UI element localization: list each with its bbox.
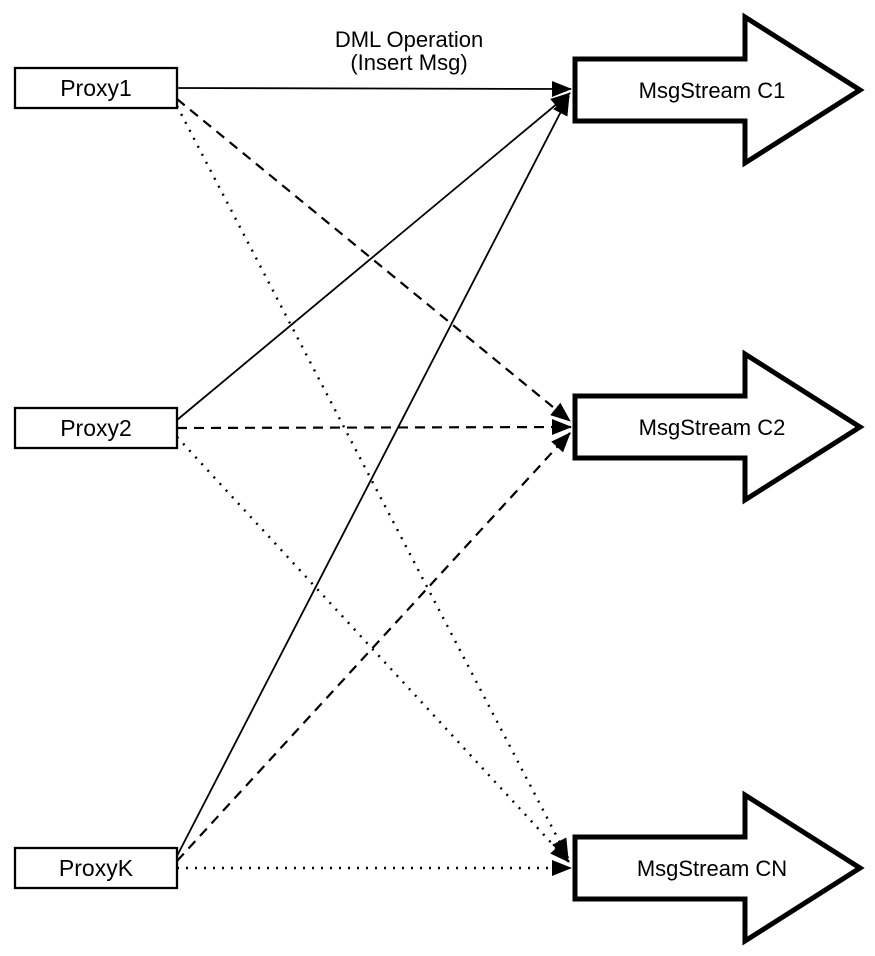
stream-node-c1: MsgStream C1 <box>572 12 865 168</box>
edge-proxy1-to-c2 <box>176 98 571 422</box>
edge-proxy2-to-cn <box>176 436 570 863</box>
edge-proxy2-to-c2 <box>176 419 572 436</box>
c2-arrow-shape <box>572 349 865 505</box>
proxy1-box <box>13 66 179 110</box>
proxyk-label: ProxyK <box>59 855 134 881</box>
c1-arrow-shape <box>572 12 865 168</box>
proxy-node-proxyk: ProxyK <box>13 846 179 890</box>
diagram-title: DML Operation (Insert Msg) <box>335 27 483 75</box>
diagram-title-line2: (Insert Msg) <box>350 50 467 75</box>
cn-label: MsgStream CN <box>637 856 787 881</box>
edge-proxy1-to-cn <box>175 105 570 859</box>
edge-proxy2-to-c1 <box>176 92 571 421</box>
edge-proxyk-to-c1 <box>176 95 570 857</box>
proxy2-label: Proxy2 <box>60 415 132 441</box>
proxy2-box <box>13 406 179 450</box>
edge-proxy1-to-c1 <box>176 80 572 97</box>
proxy1-label: Proxy1 <box>60 75 132 101</box>
edge-proxyk-to-c2 <box>176 432 571 862</box>
proxy-node-proxy2: Proxy2 <box>13 406 179 450</box>
diagram-title-line1: DML Operation <box>335 27 483 52</box>
stream-node-cn: MsgStream CN <box>572 790 865 946</box>
c1-label: MsgStream C1 <box>639 78 786 103</box>
cn-arrow-shape <box>572 790 865 946</box>
stream-node-c2: MsgStream C2 <box>572 349 865 505</box>
c2-label: MsgStream C2 <box>639 415 786 440</box>
proxy-node-proxy1: Proxy1 <box>13 66 179 110</box>
proxyk-box <box>13 846 179 890</box>
